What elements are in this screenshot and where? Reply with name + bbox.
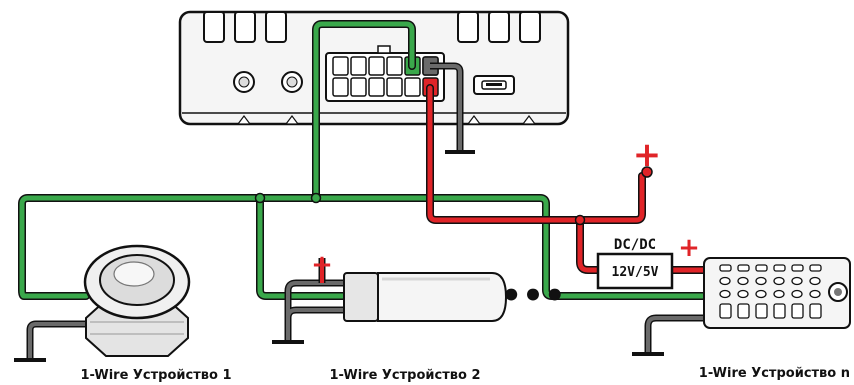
power-wires (426, 84, 710, 274)
plus-sign-device-2: + (311, 250, 333, 280)
dcdc-ratio: 12V/5V (612, 265, 659, 280)
usb-port (473, 75, 515, 95)
bus-junction-1 (310, 192, 322, 204)
power-wire-fill (427, 85, 709, 273)
device-2-label: 1-Wire Устройство 2 (330, 368, 481, 383)
power-terminal (641, 166, 653, 178)
device-n-label: 1-Wire Устройство n (699, 366, 850, 381)
data-bus-fill (19, 21, 715, 299)
plus-sign-converter: + (678, 233, 700, 263)
dcdc-converter-box (596, 252, 674, 290)
plus-sign-main: + (633, 135, 662, 175)
bus-junction-2 (254, 192, 266, 204)
data-bus (18, 20, 716, 300)
controller-markers (236, 115, 537, 125)
device-1-ibutton (14, 244, 191, 362)
device-1-label: 1-Wire Устройство 1 (81, 368, 232, 383)
device-2-probe (272, 258, 508, 344)
sensor-vents (719, 264, 822, 319)
continuation-dots: ••• (500, 276, 565, 316)
controller-ground-wire (430, 62, 475, 154)
controller-unit (178, 10, 570, 126)
power-junction (574, 214, 586, 226)
dcdc-title: DC/DC (614, 237, 656, 253)
device-n-sensor (632, 257, 851, 356)
controller-vents (203, 11, 541, 43)
